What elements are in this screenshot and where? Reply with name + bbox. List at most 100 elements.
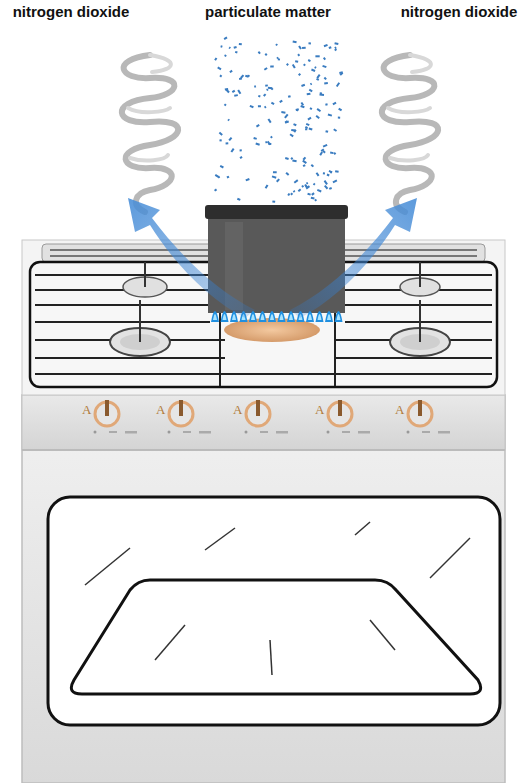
- particle: [314, 199, 317, 202]
- particle: [334, 48, 337, 51]
- particle: [229, 70, 232, 73]
- particle: [235, 51, 238, 54]
- particle: [224, 54, 227, 57]
- particle: [324, 77, 327, 80]
- particle: [333, 180, 338, 184]
- particle: [315, 55, 319, 57]
- particle: [227, 176, 230, 179]
- particle: [265, 84, 268, 86]
- oven-inner: [71, 580, 480, 694]
- particle: [301, 102, 305, 106]
- particle: [325, 103, 328, 105]
- particle: [264, 106, 267, 109]
- particle: [323, 172, 325, 174]
- flow-arrow: [290, 198, 417, 318]
- particle: [327, 174, 330, 177]
- particle: [285, 120, 289, 123]
- particle: [303, 164, 306, 167]
- gas-label: nitrogen dioxide: [398, 3, 520, 20]
- knob-mark: [260, 431, 268, 433]
- particle: [228, 137, 232, 141]
- oven-window: [48, 497, 500, 725]
- particle: [290, 157, 293, 160]
- particle: [276, 57, 279, 60]
- flame-core: [232, 314, 236, 320]
- flame-core: [270, 314, 274, 320]
- knob-mark: [422, 431, 430, 433]
- particle: [298, 73, 301, 76]
- particle: [265, 141, 267, 144]
- particle: [240, 156, 243, 159]
- particle: [323, 57, 326, 60]
- particle-label: particulate matter: [198, 3, 338, 20]
- particle: [321, 148, 325, 151]
- particle: [224, 104, 227, 107]
- knob-mark: [245, 431, 248, 434]
- particle: [293, 41, 297, 44]
- particle: [245, 75, 249, 78]
- particle: [311, 192, 315, 195]
- particle: [254, 85, 256, 87]
- particle: [308, 42, 311, 44]
- flame: [278, 311, 286, 322]
- particle: [289, 133, 293, 137]
- particle: [306, 182, 308, 185]
- particle: [240, 149, 242, 151]
- knobs: [94, 400, 451, 434]
- particle: [301, 84, 305, 87]
- particle: [306, 123, 310, 126]
- flame: [221, 311, 229, 322]
- particle: [271, 102, 275, 105]
- particle: [226, 142, 229, 144]
- particle: [285, 157, 289, 160]
- knob-mark: [358, 431, 370, 434]
- flame: [268, 311, 276, 322]
- particle: [226, 89, 230, 93]
- particle: [239, 78, 242, 80]
- particle: [258, 95, 261, 98]
- particle: [311, 69, 315, 72]
- particle: [287, 193, 290, 196]
- particle: [293, 123, 297, 126]
- particle: [225, 88, 229, 90]
- particle: [322, 65, 326, 68]
- particle: [325, 130, 328, 133]
- particle: [290, 193, 293, 196]
- particle: [237, 198, 241, 201]
- particle: [281, 111, 285, 114]
- particle: [305, 128, 307, 130]
- particle: [294, 179, 299, 183]
- knob-mark: [94, 431, 97, 434]
- particle: [311, 197, 315, 200]
- particle: [298, 46, 302, 50]
- particle: [219, 132, 223, 136]
- particle: [266, 89, 268, 91]
- particle: [309, 89, 313, 92]
- particle: [307, 117, 311, 121]
- knob-mark: [168, 431, 171, 434]
- particle: [309, 128, 313, 131]
- particle: [319, 151, 323, 155]
- stove-body: [22, 395, 505, 783]
- particle: [258, 105, 261, 107]
- flames: [211, 311, 343, 322]
- particle: [220, 165, 224, 168]
- knob-handle: [179, 400, 183, 416]
- knob-letter: A: [233, 403, 247, 417]
- flame-core: [223, 314, 227, 320]
- particle: [298, 189, 302, 192]
- particle: [273, 171, 277, 173]
- particle: [292, 64, 296, 69]
- particle: [302, 47, 306, 49]
- knob-mark: [342, 431, 350, 433]
- particle: [270, 136, 273, 139]
- particle: [339, 71, 343, 74]
- particle: [227, 119, 229, 121]
- particle: [296, 108, 299, 111]
- particle: [263, 93, 266, 96]
- particle: [237, 89, 241, 94]
- particle: [214, 189, 217, 192]
- smoke-swirl: [122, 55, 178, 212]
- knob-mark: [407, 431, 410, 434]
